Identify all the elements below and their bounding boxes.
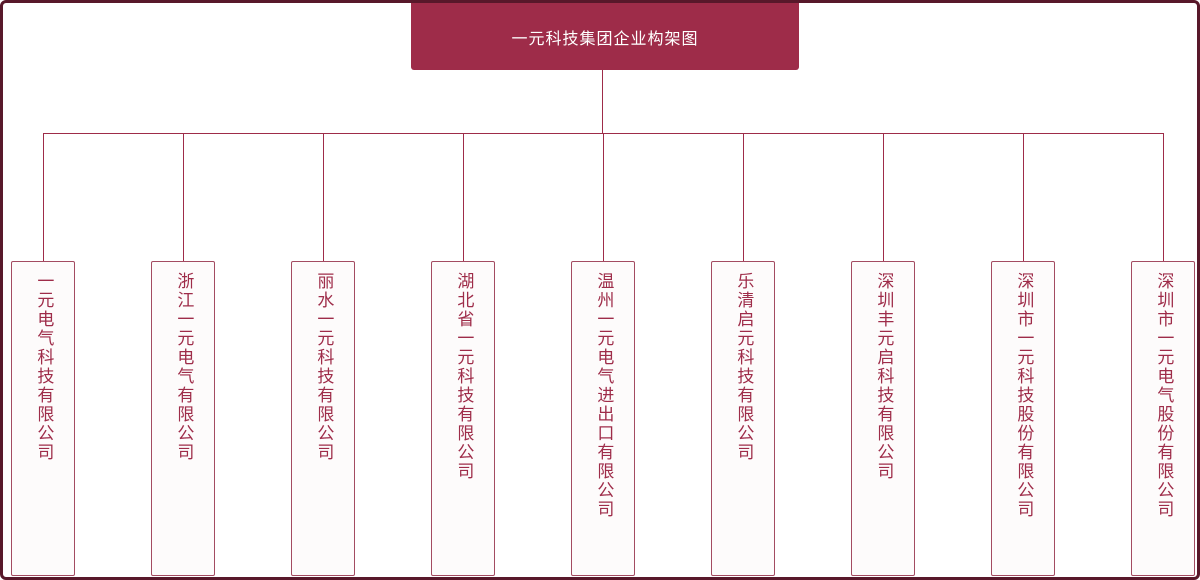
company-name-label: 湖北省一元科技有限公司 (454, 272, 474, 481)
connector-drop (1163, 133, 1164, 261)
connector-drop (743, 133, 744, 261)
company-box: 温州一元电气进出口有限公司 (571, 261, 635, 576)
connector-drop (603, 133, 604, 261)
connector-drop (323, 133, 324, 261)
company-name-label: 深圳市一元科技股份有限公司 (1014, 272, 1034, 519)
connector-drop (183, 133, 184, 261)
company-box: 乐清启元科技有限公司 (711, 261, 775, 576)
connector-drop (43, 133, 44, 261)
connector-drop (883, 133, 884, 261)
company-box: 湖北省一元科技有限公司 (431, 261, 495, 576)
company-box: 浙江一元电气有限公司 (151, 261, 215, 576)
company-name-label: 深圳市一元电气股份有限公司 (1154, 272, 1174, 519)
connector-stem (602, 70, 603, 133)
company-name-label: 乐清启元科技有限公司 (734, 272, 754, 462)
connector-drop (463, 133, 464, 261)
company-box: 深圳市一元科技股份有限公司 (991, 261, 1055, 576)
company-box: 丽水一元科技有限公司 (291, 261, 355, 576)
company-box: 一元电气科技有限公司 (11, 261, 75, 576)
org-chart-title: 一元科技集团企业构架图 (411, 3, 799, 70)
company-name-label: 一元电气科技有限公司 (34, 272, 54, 462)
company-name-label: 浙江一元电气有限公司 (174, 272, 194, 462)
company-box: 深圳丰元启科技有限公司 (851, 261, 915, 576)
company-name-label: 温州一元电气进出口有限公司 (594, 272, 614, 519)
company-name-label: 丽水一元科技有限公司 (314, 272, 334, 462)
company-name-label: 深圳丰元启科技有限公司 (874, 272, 894, 481)
connector-drop (1023, 133, 1024, 261)
company-box: 深圳市一元电气股份有限公司 (1131, 261, 1195, 576)
